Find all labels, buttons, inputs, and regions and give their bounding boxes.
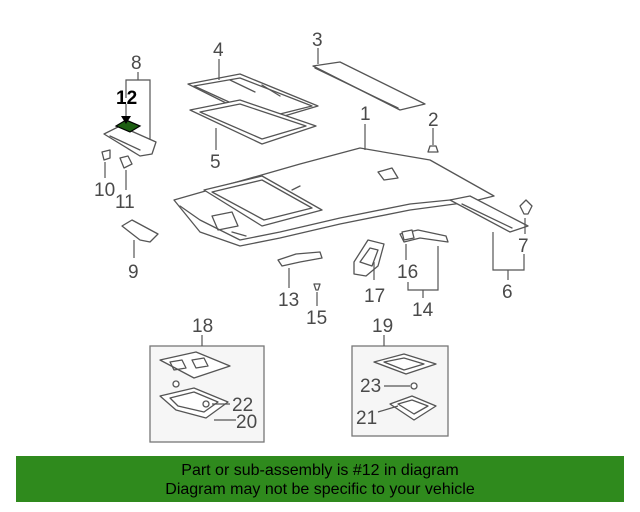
callout-13: 13: [278, 290, 299, 311]
part-4-sunroof-glass: [187, 73, 319, 123]
callout-6: 6: [502, 282, 513, 303]
callout-14: 14: [412, 300, 434, 321]
part-7-clip: [519, 199, 533, 215]
callout-21: 21: [356, 408, 377, 429]
callout-5: 5: [210, 152, 221, 173]
callout-11: 11: [115, 192, 135, 213]
part-16-clip: [401, 229, 415, 241]
part-17-cover: [353, 239, 385, 277]
part-19-dome-lamp: [373, 353, 437, 421]
part-13-assist-grip: [277, 251, 323, 267]
callout-3: 3: [312, 30, 323, 51]
part-11-bracket: [119, 155, 133, 169]
part-12-vanity-mirror-highlighted: [114, 119, 142, 133]
part-9-visor-holder: [121, 219, 159, 243]
callout-17: 17: [364, 286, 385, 307]
part-5-sunroof-seal: [189, 99, 317, 145]
banner-line-2: Diagram may not be specific to your vehi…: [165, 481, 475, 498]
callout-20: 20: [236, 412, 257, 433]
part-8-sun-visor: [103, 125, 157, 157]
part-15-screw: [313, 283, 321, 291]
callout-8: 8: [131, 53, 142, 74]
callout-4: 4: [213, 40, 224, 61]
callout-2: 2: [428, 110, 439, 131]
callout-22: 22: [232, 395, 253, 416]
part-6-rail-trim: [449, 195, 529, 233]
callout-15: 15: [306, 308, 327, 329]
callout-23: 23: [360, 376, 381, 397]
callout-1: 1: [360, 104, 371, 125]
callout-10: 10: [94, 180, 115, 201]
info-banner: Part or sub-assembly is #12 in diagram D…: [16, 456, 624, 502]
part-10-clip: [101, 149, 111, 161]
part-3-sunshade-panel: [312, 61, 426, 111]
callout-9: 9: [128, 262, 139, 283]
part-2-clip: [427, 145, 439, 153]
callout-19: 19: [372, 316, 393, 337]
callout-16: 16: [397, 262, 418, 283]
callout-7: 7: [518, 236, 529, 257]
banner-line-1: Part or sub-assembly is #12 in diagram: [181, 462, 459, 479]
callout-12-highlighted: 12: [116, 88, 137, 109]
parts-diagram: 1 2 3 4 5 6 7 8 9 10 11 12 13 14 15 16 1…: [94, 30, 533, 443]
callout-18: 18: [192, 316, 213, 337]
part-1-headliner: [173, 147, 495, 247]
part-18-map-lamp: [159, 351, 231, 419]
